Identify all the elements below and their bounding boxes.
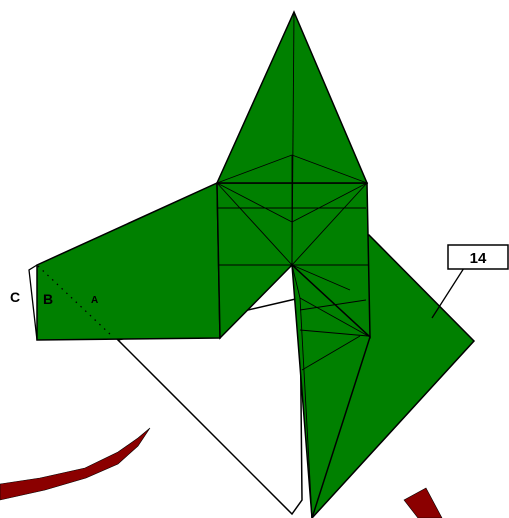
left-flap xyxy=(36,181,221,341)
label-c: C xyxy=(10,289,20,305)
step-number: 14 xyxy=(470,250,487,267)
step-number-box xyxy=(447,244,509,270)
red-swoosh-left xyxy=(0,427,151,501)
red-stroke-bottom xyxy=(403,487,443,518)
label-a: A xyxy=(91,295,98,306)
flap-c-outline xyxy=(28,264,38,341)
step-leader-line xyxy=(431,267,465,319)
crease-lines xyxy=(216,11,371,518)
dotted-fold-line xyxy=(37,265,113,337)
label-b: B xyxy=(43,291,53,307)
lower-strip xyxy=(291,263,371,518)
